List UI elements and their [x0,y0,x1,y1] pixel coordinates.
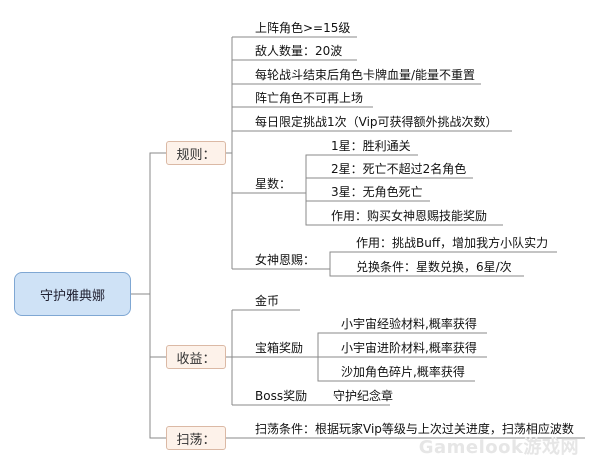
goddess-label: 女神恩赐： [255,253,316,267]
chest-item: 小宇宙进阶材料,概率获得 [341,341,477,355]
goddess-item: 兑换条件：星数兑换，6星/次 [356,260,512,274]
watermark: Gamelook游戏网 [418,437,579,458]
rule-item: 每日限定挑战1次（Vip可获得额外挑战次数） [255,115,498,129]
category-rules: 规则： [166,141,226,165]
stars-item: 作用：购买女神恩赐技能奖励 [331,209,488,223]
boss-item: 守护纪念章 [333,389,394,403]
stars-item: 3星：无角色死亡 [331,185,423,199]
root-node: 守护雅典娜 [14,272,131,316]
chest-item: 沙加角色碎片,概率获得 [341,365,465,379]
stars-item: 2星：死亡不超过2名角色 [331,162,467,176]
stars-label: 星数： [255,177,292,191]
chest-label: 宝箱奖励 [255,341,304,355]
rule-item: 每轮战斗结束后角色卡牌血量/能量不重置 [255,68,476,82]
income-gold: 金币 [255,294,280,308]
sweep-item: 扫荡条件：根据玩家Vip等级与上次过关进度，扫荡相应波数 [255,422,574,436]
rule-item: 上阵角色>=15级 [255,21,351,35]
category-sweep: 扫荡： [166,426,226,450]
category-income: 收益： [166,345,226,369]
rule-item: 敌人数量：20波 [255,44,343,58]
stars-item: 1星：胜利通关 [331,139,411,153]
goddess-item: 作用：挑战Buff，增加我方小队实力 [356,236,549,250]
rule-item: 阵亡角色不可再上场 [255,91,364,105]
chest-item: 小宇宙经验材料,概率获得 [341,317,477,331]
boss-label: Boss奖励 [255,389,308,403]
